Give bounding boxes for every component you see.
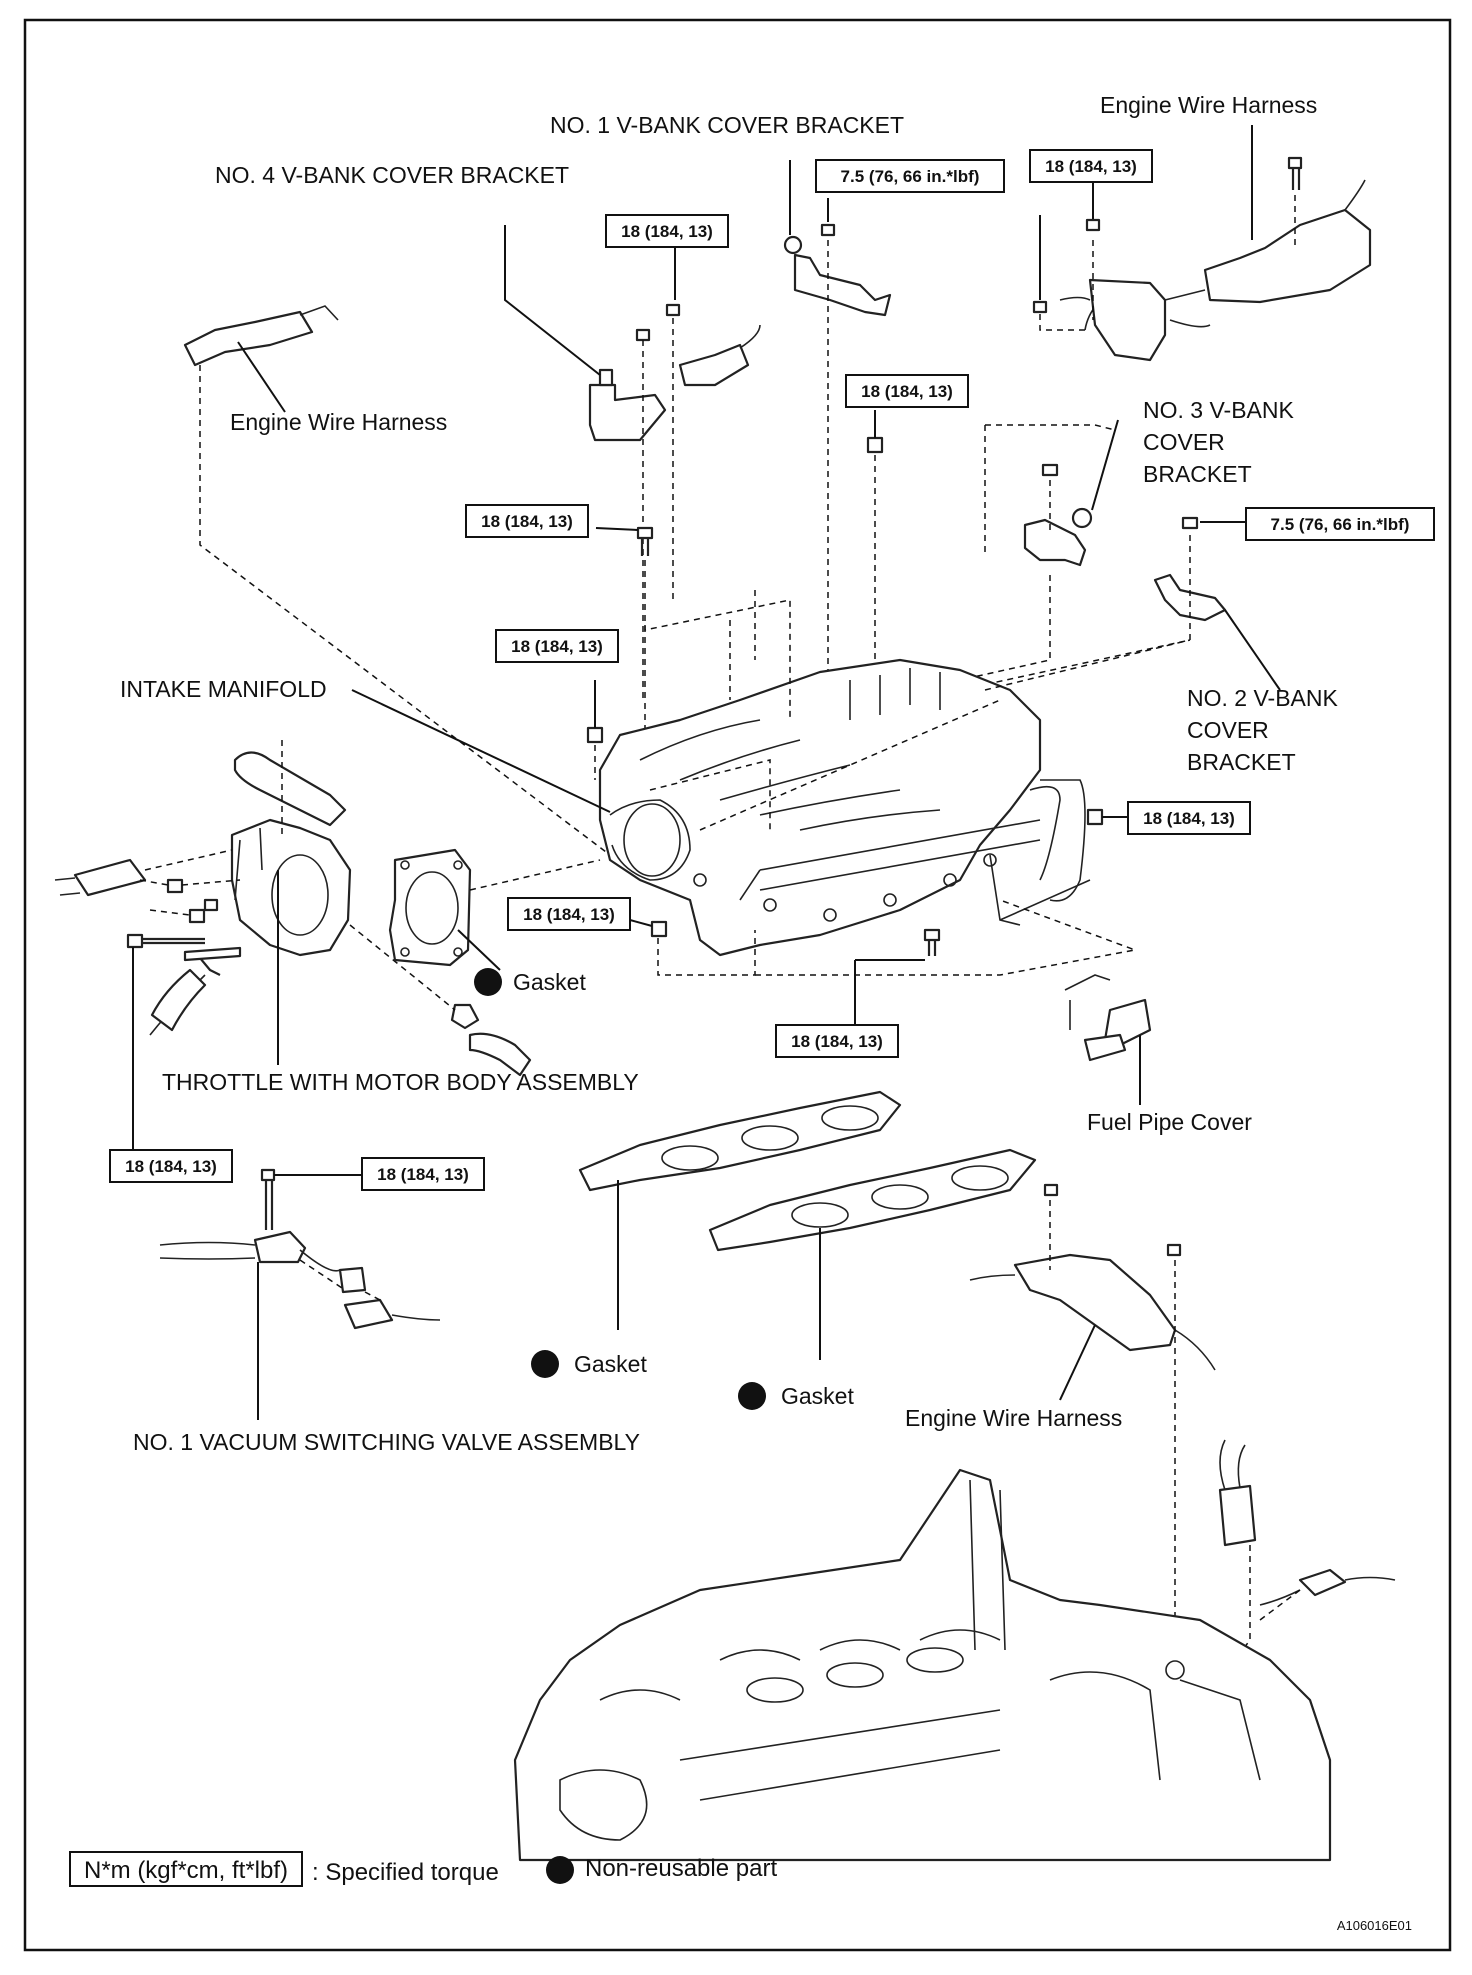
label-no3-vbank-line3: BRACKET [1143,461,1252,487]
torque-manifold-left: 18 (184, 13) [511,637,603,656]
label-no3-vbank-line2: COVER [1143,429,1225,455]
label-gasket-left-manifold: Gasket [574,1351,647,1377]
label-intake-manifold: INTAKE MANIFOLD [120,676,327,702]
torque-box-manifold-lower-left [507,897,631,931]
torque-box-no2-bracket [1245,507,1435,541]
engine-block-part [513,1468,1332,1862]
throttle-body-part [149,751,532,1077]
label-engine-wire-harness-bottom: Engine Wire Harness [905,1405,1122,1431]
intake-manifold-part [598,658,1091,957]
label-no4-vbank-bracket: NO. 4 V-BANK COVER BRACKET [215,162,569,188]
torque-box-harness-top [1029,149,1153,183]
torque-box-no4-bracket [605,214,729,248]
non-reusable-bullet [531,1350,559,1378]
label-engine-wire-harness-top: Engine Wire Harness [1100,92,1317,118]
page-frame [23,18,1452,1952]
label-no3-vbank-line1: NO. 3 V-BANK [1143,397,1294,423]
engine-wire-harness-left-part [183,305,339,367]
no4-vbank-cover-bracket-part [588,303,761,442]
figure-code: A106016E01 [1337,1918,1412,1933]
torque-upper-mid: 18 (184, 13) [861,382,953,401]
torque-no2-bracket: 7.5 (76, 66 in.*lbf) [1271,515,1410,534]
label-no2-vbank-line1: NO. 2 V-BANK [1187,685,1338,711]
fuel-pipe-cover-part [1064,974,1152,1062]
torque-vsv: 18 (184, 13) [377,1165,469,1184]
torque-harness-top: 18 (184, 13) [1045,157,1137,176]
torque-box-throttle [109,1149,233,1183]
label-engine-wire-harness-left: Engine Wire Harness [230,409,447,435]
torque-throttle: 18 (184, 13) [125,1157,217,1176]
label-gasket-throttle: Gasket [513,969,586,995]
label-vsv-assembly: NO. 1 VACUUM SWITCHING VALVE ASSEMBLY [133,1429,640,1455]
torque-manifold-lower-left: 18 (184, 13) [523,905,615,924]
label-fuel-pipe-cover: Fuel Pipe Cover [1087,1109,1252,1135]
legend-unit-box [69,1851,303,1887]
intake-gasket-left-part [578,1090,902,1192]
legend-unit-text: N*m (kgf*cm, ft*lbf) [84,1857,288,1884]
label-throttle-body: THROTTLE WITH MOTOR BODY ASSEMBLY [162,1069,639,1095]
torque-manifold-lower-mid: 18 (184, 13) [791,1032,883,1051]
torque-no4-bracket: 18 (184, 13) [621,222,713,241]
engine-wire-harness-bottom-part [969,1183,1216,1371]
torque-box-no1-bracket [815,159,1005,193]
label-no2-vbank-line3: BRACKET [1187,749,1296,775]
torque-box-left-upper [465,504,589,538]
torque-box-vsv [361,1157,485,1191]
torque-left-upper: 18 (184, 13) [481,512,573,531]
engine-wire-harness-top-part [1059,179,1372,362]
legend-specified-torque: : Specified torque [312,1859,499,1886]
label-no1-vbank-bracket: NO. 1 V-BANK COVER BRACKET [550,112,904,138]
torque-box-manifold-left [495,629,619,663]
no1-vbank-cover-bracket-part [783,223,892,317]
label-no2-vbank-line2: COVER [1187,717,1269,743]
non-reusable-bullet [546,1856,574,1884]
torque-box-manifold-right [1127,801,1251,835]
no3-vbank-cover-bracket-part [1023,463,1093,567]
non-reusable-bullet [738,1382,766,1410]
torque-box-manifold-lower-mid [775,1024,899,1058]
intake-gasket-right-part [708,1148,1037,1252]
label-gasket-right-manifold: Gasket [781,1383,854,1409]
non-reusable-bullet [474,968,502,996]
throttle-gasket-part [388,848,472,967]
torque-box-upper-mid [845,374,969,408]
torque-no1-bracket: 7.5 (76, 66 in.*lbf) [841,167,980,186]
legend-non-reusable: Non-reusable part [585,1855,777,1882]
vsv-assembly-part [159,1168,441,1330]
torque-manifold-right: 18 (184, 13) [1143,809,1235,828]
